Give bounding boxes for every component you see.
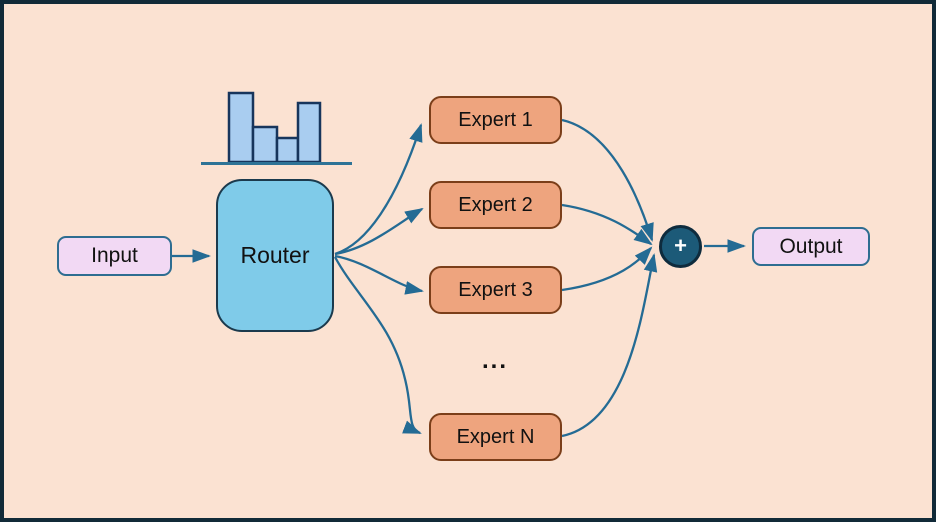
connector-expert2-sum — [561, 203, 653, 246]
input-node-label: Input — [91, 244, 138, 267]
expert-node-3-label: Expert 3 — [458, 278, 533, 301]
connector-router-expertN — [333, 256, 422, 435]
expert-node-1-label: Expert 1 — [458, 108, 533, 131]
connector-expertN-sum — [561, 253, 658, 438]
expert-node-n-label: Expert N — [456, 425, 535, 448]
connector-expert1-sum — [561, 118, 654, 242]
connector-router-expert3 — [334, 254, 424, 295]
expert-node-2-label: Expert 2 — [458, 193, 533, 216]
histogram-icon — [201, 91, 352, 165]
expert-node-3: Expert 3 — [429, 266, 562, 314]
connector-router-expert2 — [334, 208, 424, 256]
output-node-label: Output — [779, 234, 843, 258]
connector-router-expert1 — [334, 123, 423, 256]
input-node: Input — [57, 236, 172, 276]
sum-node: + — [659, 225, 702, 268]
connectors-layer — [172, 91, 746, 438]
output-node: Output — [752, 227, 870, 266]
expert-node-n: Expert N — [429, 413, 562, 461]
ellipsis-label: ... — [481, 347, 508, 374]
expert-node-2: Expert 2 — [429, 181, 562, 229]
router-node: Router — [216, 179, 334, 332]
plus-icon: + — [674, 232, 687, 258]
connector-expert3-sum — [561, 246, 653, 292]
expert-node-1: Expert 1 — [429, 96, 562, 144]
router-node-label: Router — [240, 242, 310, 268]
